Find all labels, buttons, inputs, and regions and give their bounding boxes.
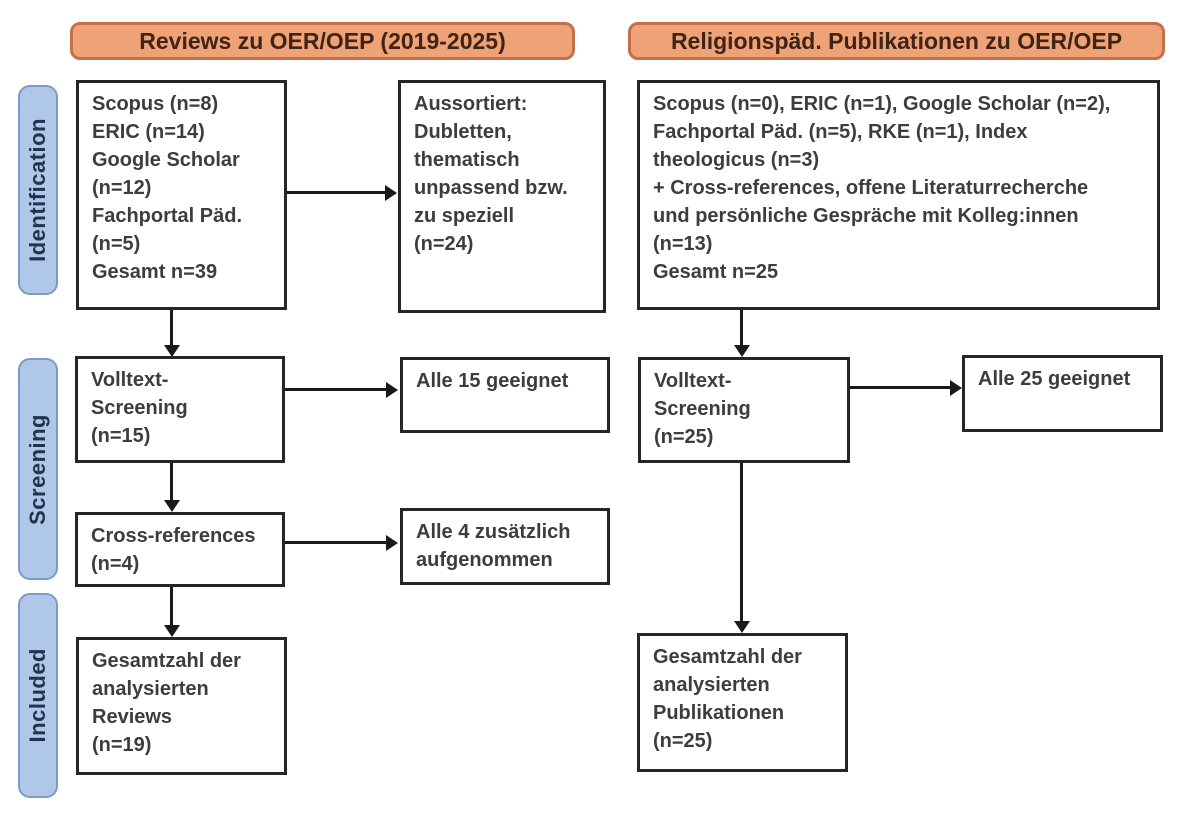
arrow-line	[740, 310, 743, 346]
arrow-right-head-icon	[950, 380, 962, 396]
box-right-eligible: Alle 25 geeignet	[962, 355, 1163, 432]
arrow-right-head-icon	[385, 185, 397, 201]
arrow-down-head-icon	[164, 625, 180, 637]
box-left-included-total: Gesamtzahl der analysierten Reviews (n=1…	[76, 637, 287, 775]
stage-label-included: Included	[18, 593, 58, 798]
stage-label-identification-text: Identification	[25, 118, 50, 262]
stage-label-screening-text: Screening	[25, 413, 50, 525]
arrow-line	[740, 463, 743, 622]
arrow-down-head-icon	[734, 345, 750, 357]
arrow-down-head-icon	[164, 500, 180, 512]
arrow-down-head-icon	[734, 621, 750, 633]
arrow-line	[285, 541, 387, 544]
column-header-reviews: Reviews zu OER/OEP (2019-2025)	[70, 22, 575, 60]
arrow-down-head-icon	[164, 345, 180, 357]
arrow-right-head-icon	[386, 535, 398, 551]
box-left-fulltext-screening: Volltext- Screening (n=15)	[75, 356, 285, 463]
arrow-right-head-icon	[386, 382, 398, 398]
stage-label-screening: Screening	[18, 358, 58, 580]
stage-label-identification: Identification	[18, 85, 58, 295]
box-right-sources: Scopus (n=0), ERIC (n=1), Google Scholar…	[637, 80, 1160, 310]
arrow-line	[170, 587, 173, 626]
column-header-religionspaed: Religionspäd. Publikationen zu OER/OEP	[628, 22, 1165, 60]
arrow-line	[170, 463, 173, 501]
box-left-excluded: Aussortiert: Dubletten, thematisch unpas…	[398, 80, 606, 313]
box-left-added: Alle 4 zusätzlich aufgenommen	[400, 508, 610, 585]
arrow-line	[850, 386, 951, 389]
box-left-eligible: Alle 15 geeignet	[400, 357, 610, 433]
box-left-sources: Scopus (n=8) ERIC (n=14) Google Scholar …	[76, 80, 287, 310]
arrow-line	[170, 310, 173, 346]
arrow-line	[287, 191, 386, 194]
box-right-included-total: Gesamtzahl der analysierten Publikatione…	[637, 633, 848, 772]
stage-label-included-text: Included	[25, 648, 50, 743]
arrow-line	[285, 388, 387, 391]
box-right-fulltext-screening: Volltext- Screening (n=25)	[638, 357, 850, 463]
box-left-crossreferences: Cross-references (n=4)	[75, 512, 285, 587]
